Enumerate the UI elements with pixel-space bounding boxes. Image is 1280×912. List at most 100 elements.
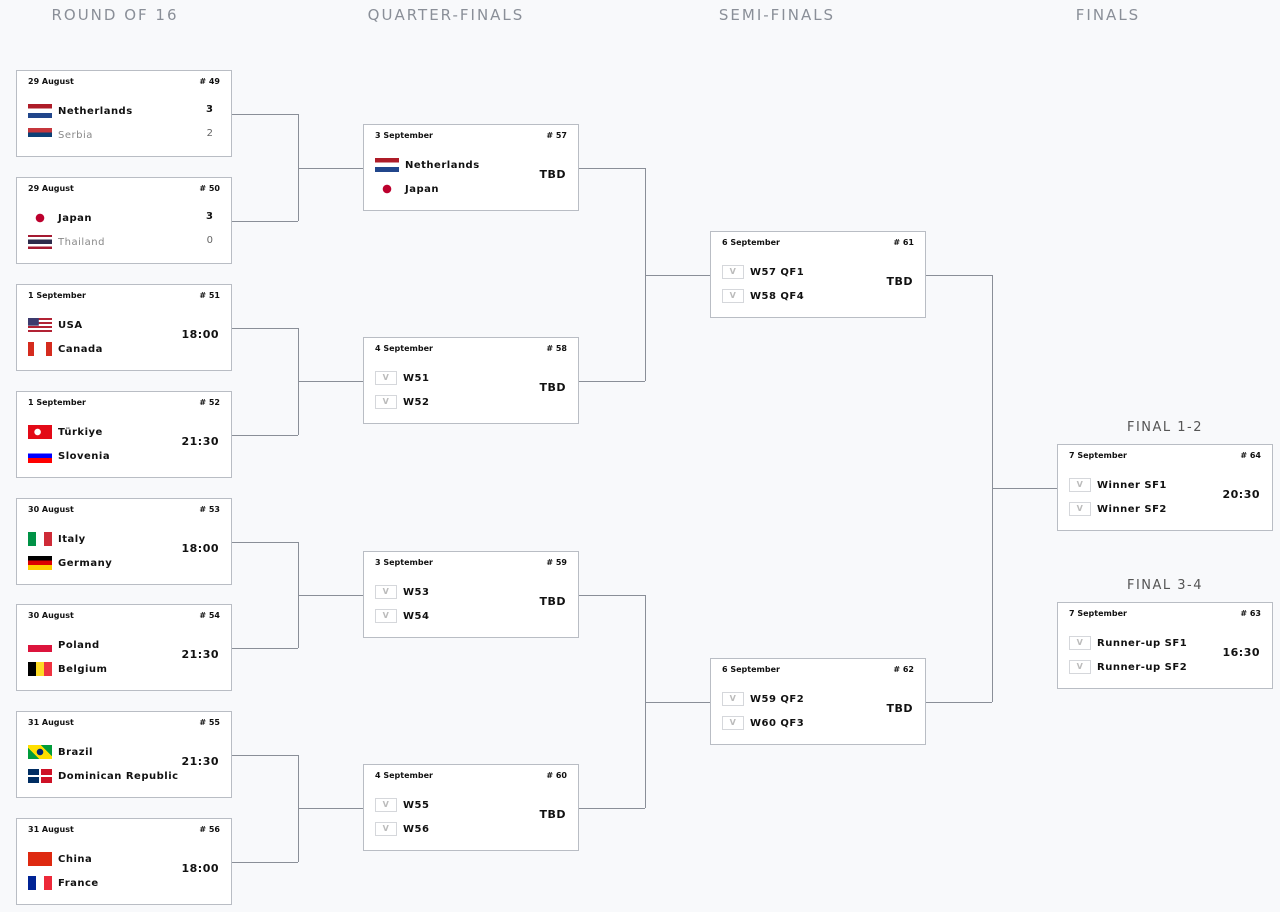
- placeholder-team-icon: V: [1069, 502, 1091, 516]
- match-time: TBD: [539, 808, 566, 821]
- team-name: Runner-up SF1: [1097, 637, 1188, 649]
- team-name: China: [58, 853, 93, 865]
- match-date: 30 August: [28, 505, 74, 514]
- team-row[interactable]: Belgium: [28, 661, 107, 677]
- match-date: 31 August: [28, 718, 74, 727]
- team-row[interactable]: France: [28, 875, 99, 891]
- team-name: Germany: [58, 557, 113, 569]
- match-time: 20:30: [1222, 488, 1260, 501]
- team-score: 0: [206, 235, 213, 246]
- placeholder-team-icon: V: [375, 585, 397, 599]
- connector-line: [232, 114, 298, 115]
- flag-th-icon: [28, 235, 52, 249]
- match-time: TBD: [539, 595, 566, 608]
- placeholder-team-icon: V: [722, 265, 744, 279]
- match-date: 30 August: [28, 611, 74, 620]
- round-title: QUARTER-FINALS: [367, 6, 525, 24]
- team-row[interactable]: China: [28, 851, 92, 867]
- match-date: 6 September: [722, 238, 780, 247]
- team-name: W55: [403, 799, 430, 811]
- flag-jp-icon: [28, 211, 52, 225]
- team-row[interactable]: Germany: [28, 555, 112, 571]
- team-row[interactable]: Serbia: [28, 127, 93, 143]
- team-row[interactable]: Japan: [375, 181, 439, 197]
- connector-line: [232, 648, 298, 649]
- team-row[interactable]: Italy: [28, 531, 86, 547]
- team-name: Brazil: [58, 746, 93, 758]
- team-row[interactable]: Dominican Republic: [28, 768, 179, 784]
- flag-be-icon: [28, 662, 52, 676]
- team-row[interactable]: Canada: [28, 341, 103, 357]
- match-time: 16:30: [1222, 646, 1260, 659]
- flag-cn-icon: [28, 852, 52, 866]
- team-row[interactable]: Netherlands: [375, 157, 480, 173]
- team-name: W59 QF2: [750, 693, 805, 705]
- flag-jp-icon: [375, 182, 399, 196]
- match-number: # 58: [546, 344, 567, 353]
- team-row[interactable]: V W51: [375, 370, 429, 386]
- team-row[interactable]: Japan: [28, 210, 92, 226]
- flag-tr-icon: [28, 425, 52, 439]
- match-date: 29 August: [28, 77, 74, 86]
- flag-fr-icon: [28, 876, 52, 890]
- match-time: 18:00: [181, 862, 219, 875]
- team-name: Canada: [58, 343, 103, 355]
- team-name: Thailand: [58, 236, 105, 248]
- team-row[interactable]: Brazil: [28, 744, 93, 760]
- connector-line: [232, 542, 298, 543]
- match-time: TBD: [539, 168, 566, 181]
- team-row[interactable]: Netherlands: [28, 103, 133, 119]
- flag-do-icon: [28, 769, 52, 783]
- match-date: 29 August: [28, 184, 74, 193]
- placeholder-team-icon: V: [722, 289, 744, 303]
- team-row[interactable]: Poland: [28, 637, 100, 653]
- team-name: Netherlands: [58, 105, 133, 117]
- match-number: # 59: [546, 558, 567, 567]
- flag-br-icon: [28, 745, 52, 759]
- connector-line: [579, 595, 645, 596]
- match-number: # 64: [1240, 451, 1261, 460]
- team-row[interactable]: Türkiye: [28, 424, 103, 440]
- team-name: W54: [403, 610, 430, 622]
- team-row[interactable]: USA: [28, 317, 83, 333]
- flag-nl-icon: [375, 158, 399, 172]
- team-row[interactable]: V W58 QF4: [722, 288, 804, 304]
- team-name: W56: [403, 823, 430, 835]
- connector-line: [232, 755, 298, 756]
- team-name: W58 QF4: [750, 290, 805, 302]
- match-time: TBD: [886, 702, 913, 715]
- placeholder-team-icon: V: [375, 371, 397, 385]
- team-row[interactable]: Thailand: [28, 234, 105, 250]
- team-name: W51: [403, 372, 430, 384]
- match-date: 4 September: [375, 771, 433, 780]
- team-row[interactable]: Slovenia: [28, 448, 110, 464]
